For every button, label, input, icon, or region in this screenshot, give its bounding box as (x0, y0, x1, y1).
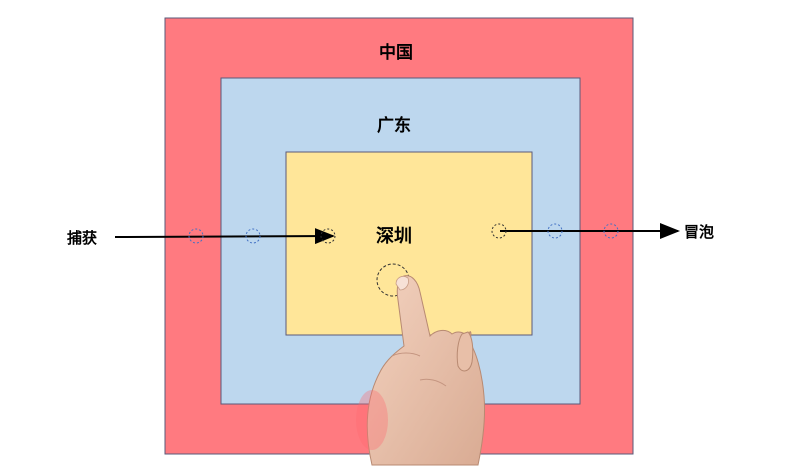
bubble-circle-china (603, 223, 619, 239)
outer-box-label: 中国 (379, 42, 413, 63)
bubble-label: 冒泡 (684, 223, 714, 241)
capture-arrow (114, 228, 335, 245)
inner-box-label: 深圳 (376, 225, 412, 247)
middle-box-label: 广东 (377, 115, 411, 136)
capture-circle-shenzhen (320, 228, 336, 244)
capture-circle-china (188, 228, 204, 244)
capture-label: 捕获 (67, 229, 97, 247)
bubble-circle-guangdong (547, 223, 563, 239)
bubble-circle-shenzhen (491, 223, 507, 239)
capture-circle-guangdong (245, 228, 261, 244)
pointing-hand-icon (356, 275, 486, 466)
